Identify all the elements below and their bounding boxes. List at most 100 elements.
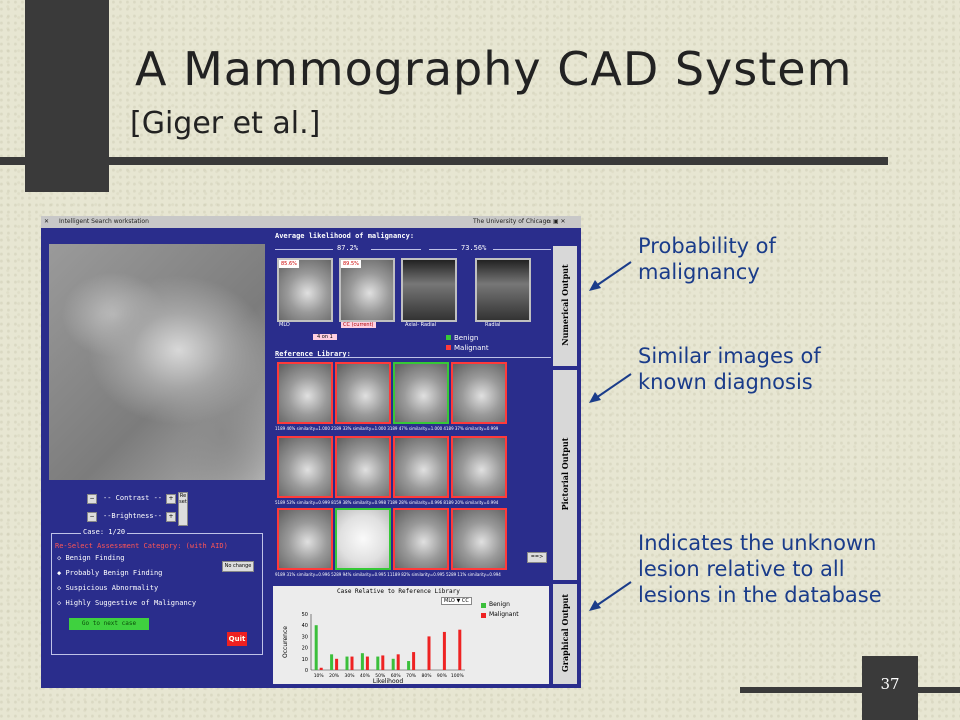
view-pct-mlo: 85.6% [279, 260, 299, 268]
y-axis-label: Occurence [282, 626, 289, 658]
bar-malignant [396, 654, 400, 670]
option-suspicious[interactable]: ◇ Suspicious Abnormality [57, 584, 159, 592]
view-label-axial: Axial- Radial [405, 322, 437, 328]
ref-thumb[interactable] [277, 508, 333, 570]
contrast-minus-button[interactable]: − [87, 494, 97, 504]
x-tick-label: 50% [375, 673, 386, 679]
pictorial-output-label: Pictorial Output [553, 370, 577, 580]
option-probably-benign[interactable]: ◆ Probably Benign Finding [57, 569, 163, 577]
chart-legend-malignant-swatch [481, 613, 486, 618]
ref-thumb[interactable] [393, 508, 449, 570]
brightness-plus-button[interactable]: + [166, 512, 176, 522]
divider [275, 249, 333, 250]
window-owner: The University of Chicago [473, 218, 551, 225]
bar-malignant [319, 667, 323, 670]
ref-thumb[interactable] [277, 436, 333, 498]
reset-button[interactable]: Reset [178, 492, 188, 526]
chart-legend-benign: Benign [489, 601, 510, 608]
divider [275, 357, 551, 358]
y-tick-label: 50 [302, 612, 308, 618]
legend-malignant-swatch [446, 345, 451, 350]
view-thumb-mlo[interactable] [277, 258, 333, 322]
quit-button[interactable]: Quit [227, 632, 247, 646]
go-next-case-button[interactable]: Go to next case [69, 618, 149, 630]
no-change-button[interactable]: No change [222, 561, 254, 572]
ref-thumb[interactable] [335, 436, 391, 498]
view-thumb-radial[interactable] [475, 258, 531, 322]
option-highly-suggestive[interactable]: ◇ Highly Suggestive of Malignancy [57, 599, 197, 607]
bar-malignant [365, 656, 369, 670]
bar-malignant [381, 655, 385, 670]
contrast-label: -- Contrast -- [103, 494, 163, 502]
reselect-label: Re-Select Assessment Category: (with AID… [55, 542, 228, 550]
x-axis-label: Likelihood [373, 678, 403, 684]
slide-title: A Mammography CAD System [135, 42, 853, 96]
arrow-icon [589, 373, 632, 403]
contrast-plus-button[interactable]: + [166, 494, 176, 504]
cad-screenshot: ✕ Intelligent Search workstation The Uni… [41, 216, 581, 688]
ref-row2-caption: 5189 53% similarity=0.999 8159 38% simil… [275, 500, 499, 505]
view-thumb-cc[interactable] [339, 258, 395, 322]
view-pct-cc: 89.5% [341, 260, 361, 268]
ref-thumb[interactable] [451, 436, 507, 498]
decor-horizontal-bar [0, 157, 888, 165]
y-tick-label: 30 [302, 634, 308, 640]
avg-value-2: 73.56% [461, 244, 487, 252]
avg-value-1: 87.2% [337, 244, 359, 252]
divider [371, 249, 421, 250]
x-tick-label: 60% [391, 673, 402, 679]
ref-thumb[interactable] [277, 362, 333, 424]
view-label-radial: Radial [485, 322, 501, 328]
ref-thumb[interactable] [393, 362, 449, 424]
bar-malignant [458, 629, 462, 670]
option-benign[interactable]: ◇ Benign Finding [57, 554, 125, 562]
x-tick-label: 70% [406, 673, 417, 679]
bar-benign [376, 656, 380, 670]
bar-malignant [335, 658, 339, 670]
ref-thumb[interactable] [335, 362, 391, 424]
ref-row1-caption: 1189 46% similarity=1.000 2189 33% simil… [275, 426, 499, 431]
x-tick-label: 20% [329, 673, 340, 679]
ref-thumb[interactable] [393, 436, 449, 498]
window-menu-icon[interactable]: ✕ [44, 218, 50, 225]
y-tick-label: 40 [302, 623, 308, 629]
brightness-minus-button[interactable]: − [87, 512, 97, 522]
mammogram-image[interactable] [49, 244, 265, 480]
x-tick-label: 30% [344, 673, 355, 679]
case-tag: 4 on 1 [313, 334, 337, 340]
next-page-button[interactable]: ==> [527, 552, 547, 563]
arrow-icon [589, 581, 632, 611]
decor-footer-bar [740, 687, 960, 693]
legend-benign-swatch [446, 335, 451, 340]
case-label: Case: 1/20 [81, 528, 128, 536]
ref-thumb[interactable] [451, 362, 507, 424]
bar-benign [345, 656, 349, 670]
ref-thumb[interactable] [451, 508, 507, 570]
window-buttons[interactable]: ▫ ▣ ✕ [547, 218, 566, 225]
x-tick-label: 80% [421, 673, 432, 679]
ref-row3-caption: 9189 31% similarity=0.996 5289 94% simil… [275, 572, 501, 577]
view-label-cc: CC (current) [341, 322, 376, 328]
avg-likelihood-label: Average likelihood of malignancy: [275, 232, 415, 240]
page-number-box [862, 656, 918, 720]
legend-malignant-label: Malignant [454, 344, 489, 352]
bar-benign [360, 653, 364, 670]
y-tick-label: 0 [305, 668, 308, 674]
y-tick-label: 10 [302, 657, 308, 663]
window-title: Intelligent Search workstation [59, 218, 149, 225]
bar-benign [407, 661, 411, 670]
view-select[interactable]: MLO ▼ CC [441, 597, 472, 605]
bar-malignant [442, 631, 446, 670]
x-tick-label: 40% [360, 673, 371, 679]
chart-legend-benign-swatch [481, 603, 486, 608]
ref-library-label: Reference Library: [275, 350, 351, 358]
numerical-output-label: Numerical Output [553, 246, 577, 366]
chart-title: Case Relative to Reference Library [337, 588, 460, 595]
x-tick-label: 90% [437, 673, 448, 679]
bar-malignant [350, 656, 354, 670]
ref-thumb[interactable] [335, 508, 391, 570]
view-thumb-axial[interactable] [401, 258, 457, 322]
